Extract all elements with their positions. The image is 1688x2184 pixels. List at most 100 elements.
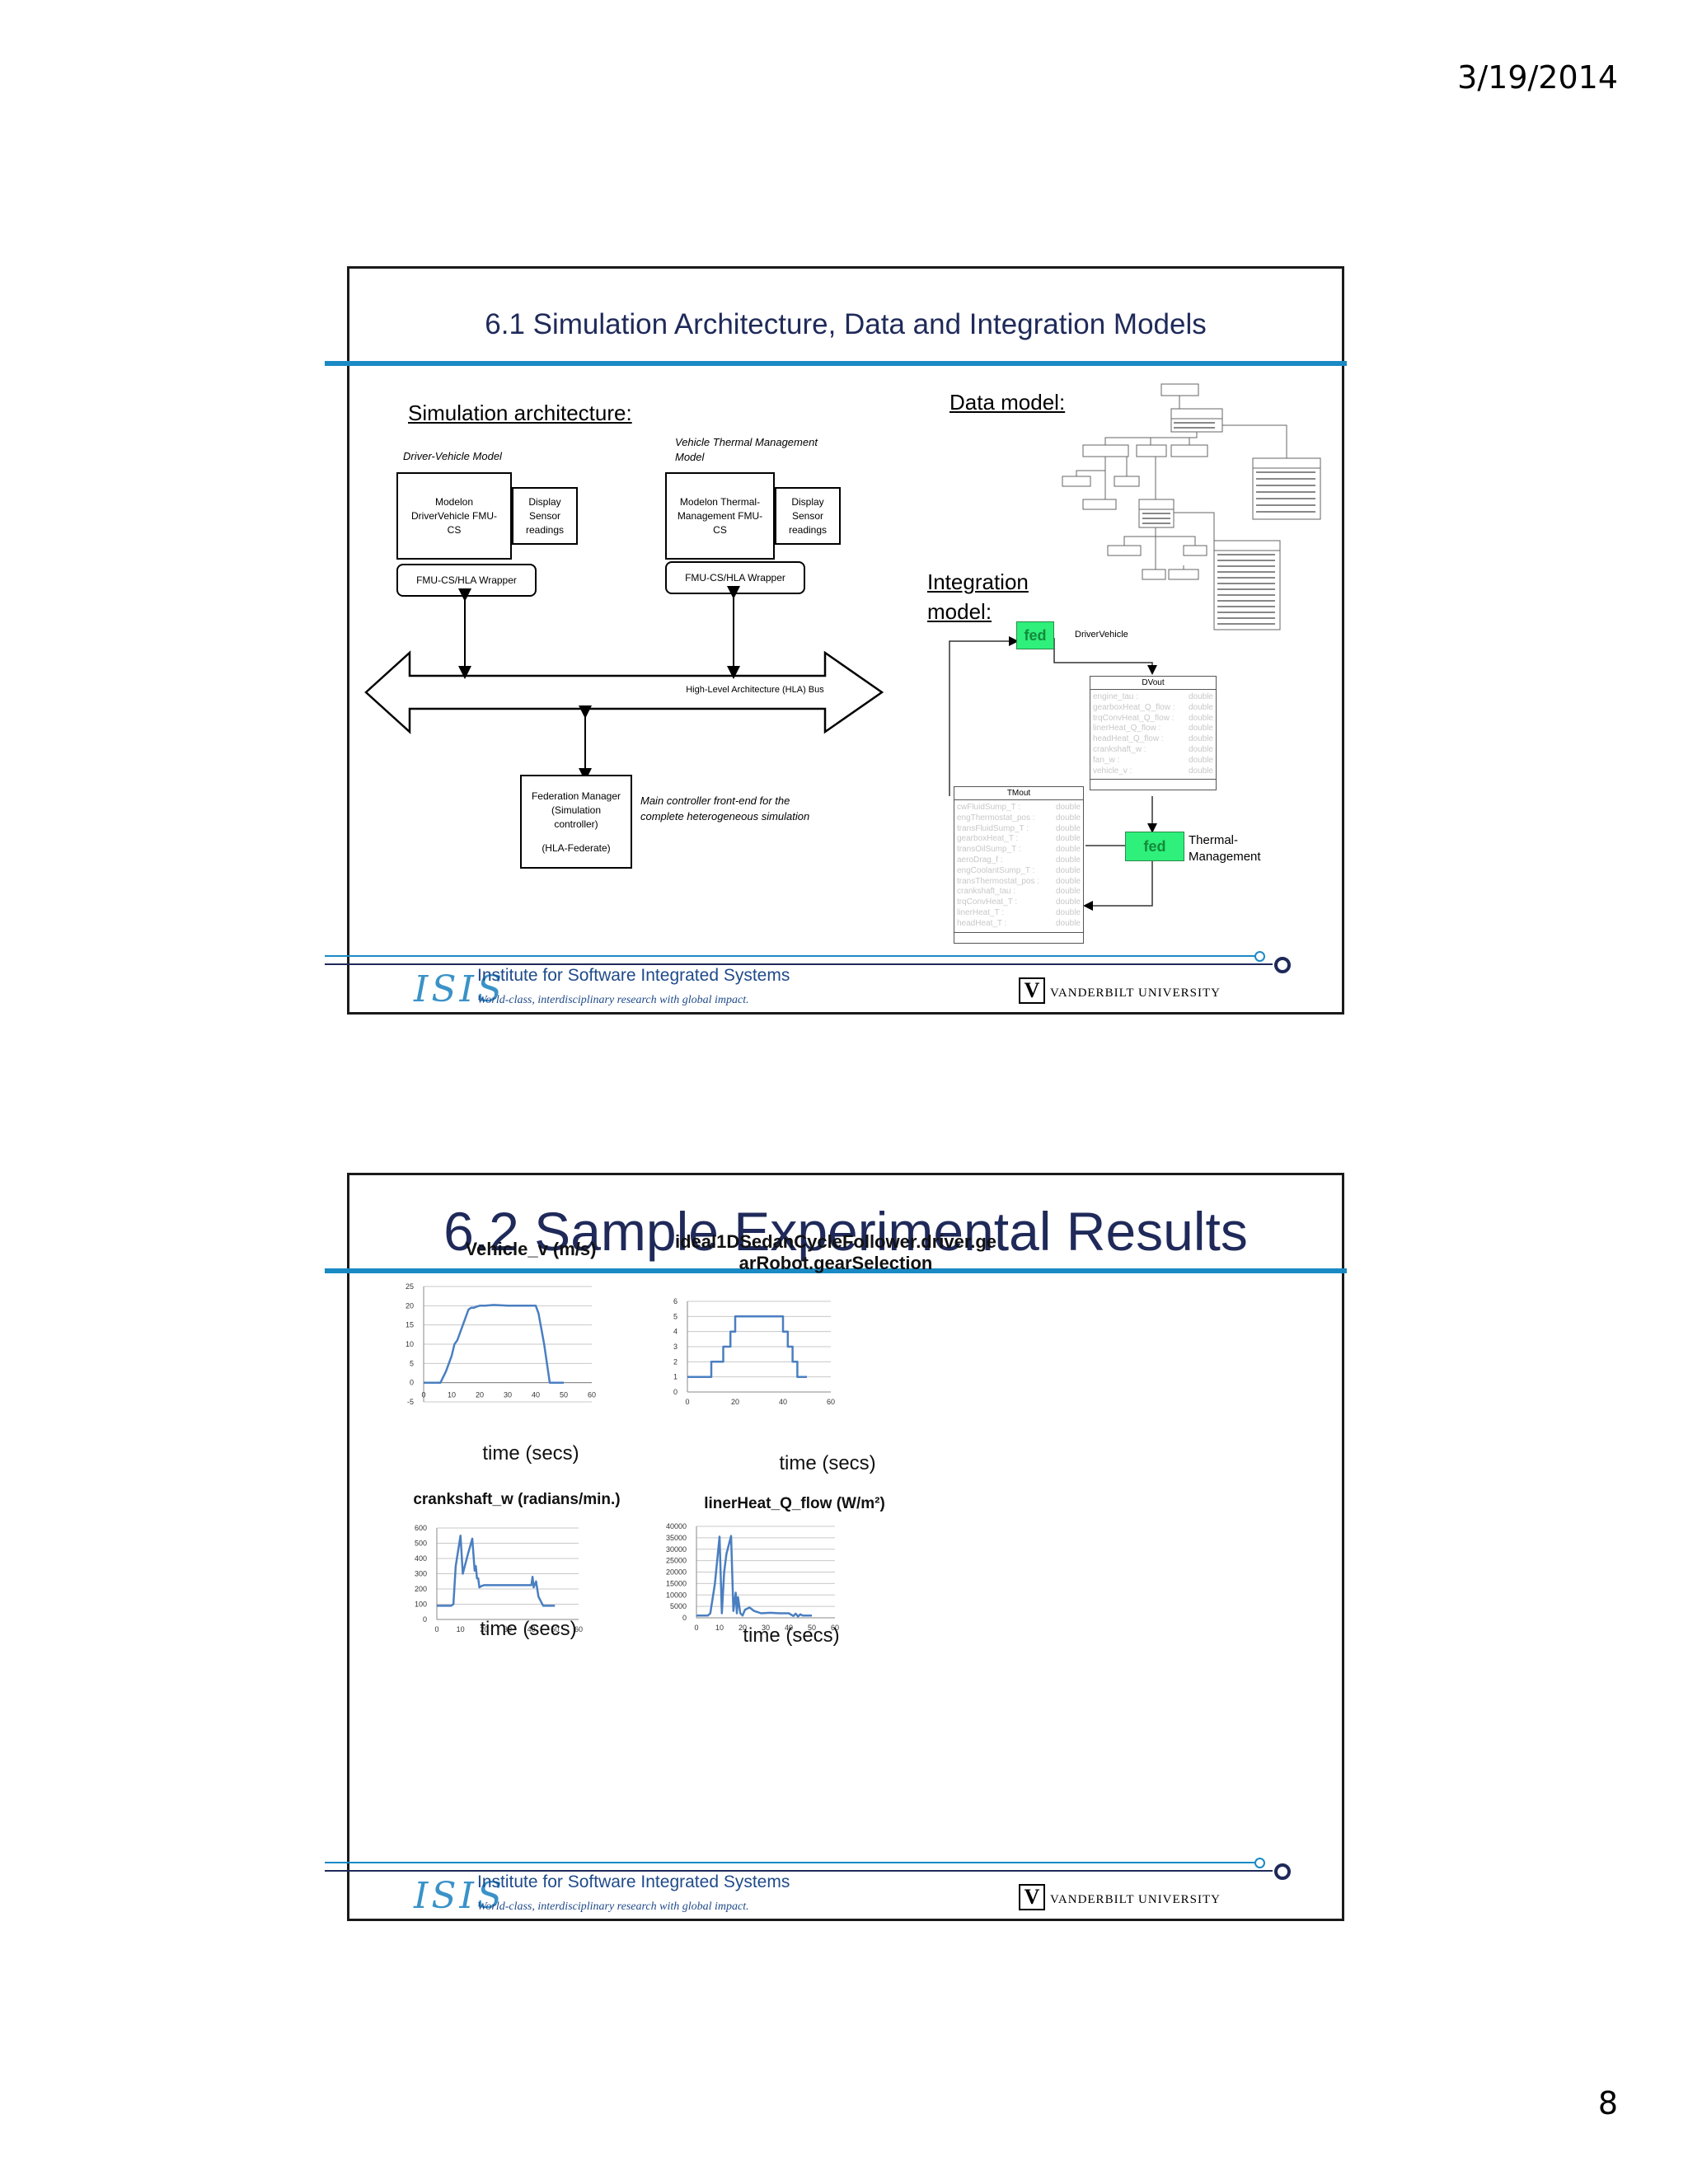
- y-tick-label: 0: [423, 1615, 427, 1624]
- display-sensor-box-1: Display Sensor readings: [512, 487, 578, 545]
- x-tick-label: 30: [762, 1624, 770, 1632]
- footer-line: [325, 1862, 1256, 1863]
- hla-bus-label: High-Level Architecture (HLA) Bus: [686, 685, 824, 695]
- vtm-model-label: Vehicle Thermal Management Model: [675, 436, 818, 463]
- x-tick-label: 0: [685, 1398, 689, 1406]
- x-tick-label: 30: [504, 1625, 512, 1633]
- fed-thermal-management: fed: [1125, 832, 1184, 861]
- tmout-row: transFluidSump_T :double: [957, 823, 1081, 833]
- y-tick-label: 5000: [670, 1602, 687, 1610]
- chart-title: crankshaft_w (radians/min.): [413, 1491, 620, 1508]
- dvout-row: trqConvHeat_Q_flow :double: [1093, 713, 1213, 723]
- page-date: 3/19/2014: [1457, 59, 1618, 96]
- dvout-row: gearboxHeat_Q_flow :double: [1093, 702, 1213, 712]
- y-tick-label: 25000: [666, 1557, 687, 1565]
- hla-bus-arrow: [364, 650, 884, 734]
- y-tick-label: 10: [406, 1340, 414, 1348]
- y-tick-label: 400: [415, 1554, 427, 1563]
- thermal-management-fmu-box: Modelon Thermal-Management FMU-CS: [665, 472, 775, 560]
- y-tick-label: 20: [406, 1301, 414, 1310]
- isis-tagline: World-class, interdisciplinary research …: [477, 1900, 749, 1913]
- y-tick-label: 5: [673, 1312, 678, 1320]
- slide-title: 6.1 Simulation Architecture, Data and In…: [485, 308, 1207, 340]
- y-tick-label: 40000: [666, 1522, 687, 1530]
- footer-dot: [1254, 1858, 1265, 1868]
- y-tick-label: 0: [410, 1379, 414, 1387]
- tmout-row: headHeat_T :double: [957, 918, 1081, 928]
- y-tick-label: 0: [682, 1614, 687, 1622]
- chart-title: ideal1DSedanCycleFollower.driver.ge: [675, 1231, 996, 1252]
- x-tick-label: 60: [827, 1398, 835, 1406]
- thermal-management-label: Thermal-Management: [1189, 833, 1261, 864]
- series-line: [696, 1535, 812, 1618]
- main-controller-note: Main controller front-end for the comple…: [640, 794, 810, 823]
- footer-line: [325, 955, 1256, 957]
- driver-vehicle-model-label: Driver-Vehicle Model: [403, 450, 502, 462]
- dvout-row: headHeat_Q_flow :double: [1093, 734, 1213, 744]
- tmout-row: transThermostat_pos :double: [957, 876, 1081, 886]
- y-tick-label: 20000: [666, 1568, 687, 1577]
- y-tick-label: 3: [673, 1343, 678, 1351]
- hla-federate-label: (HLA-Federate): [542, 842, 611, 854]
- fed-driver-vehicle: fed: [1016, 621, 1054, 649]
- isis-name: Institute for Software Integrated System…: [477, 1872, 790, 1891]
- integration-arrows: [949, 636, 1157, 911]
- footer-dot: [1254, 951, 1265, 962]
- x-tick-label: 10: [448, 1391, 456, 1399]
- chart-title: Vehicle_v (m/s): [466, 1239, 597, 1259]
- driver-vehicle-label: DriverVehicle: [1075, 630, 1128, 640]
- y-tick-label: 200: [415, 1585, 427, 1593]
- dvout-row: linerHeat_Q_flow :double: [1093, 724, 1213, 733]
- dvout-footer: [1090, 779, 1216, 790]
- x-tick-label: 50: [551, 1625, 559, 1633]
- series-line: [687, 1315, 807, 1378]
- y-tick-label: 2: [673, 1357, 678, 1366]
- x-tick-label: 10: [457, 1625, 465, 1633]
- tmout-row: trqConvHeat_T :double: [957, 898, 1081, 907]
- tmout-row: engThermostat_pos :double: [957, 813, 1081, 823]
- x-axis-label: time (secs): [480, 1618, 576, 1640]
- dvout-row: fan_w :double: [1093, 755, 1213, 765]
- page-number: 8: [1597, 2085, 1618, 2121]
- isis-tagline: World-class, interdisciplinary research …: [477, 994, 749, 1006]
- federation-manager-label: Federation Manager (Simulation controlle…: [531, 790, 621, 830]
- x-tick-label: 40: [779, 1398, 787, 1406]
- vanderbilt-name: VANDERBILT UNIVERSITY: [1050, 987, 1221, 1000]
- y-tick-label: 35000: [666, 1534, 687, 1542]
- x-tick-label: 50: [808, 1624, 816, 1632]
- title-rule: [325, 1268, 1347, 1273]
- dvout-title: DVout: [1090, 677, 1216, 690]
- y-tick-label: 4: [673, 1328, 678, 1336]
- tmout-row: aeroDrag_f :double: [957, 855, 1081, 865]
- x-tick-label: 40: [528, 1625, 536, 1633]
- y-tick-label: 100: [415, 1601, 427, 1609]
- y-tick-label: 15: [406, 1321, 414, 1329]
- vanderbilt-logo: V: [1019, 1884, 1045, 1910]
- integration-model-label: Integration model:: [927, 569, 1029, 624]
- footer-dot: [1274, 957, 1291, 973]
- x-tick-label: 60: [588, 1391, 596, 1399]
- data-model-label: Data model:: [950, 390, 1066, 415]
- series-line: [424, 1304, 564, 1384]
- tmout-row: linerHeat_T :double: [957, 907, 1081, 917]
- x-axis-label: time (secs): [482, 1442, 579, 1465]
- y-tick-label: 600: [415, 1524, 427, 1532]
- dvout-row: vehicle_v :double: [1093, 766, 1213, 776]
- tmout-row: cwFluidSump_T :double: [957, 803, 1081, 812]
- x-tick-label: 40: [532, 1391, 540, 1399]
- tmout-row: engCoolantSump_T :double: [957, 865, 1081, 875]
- y-tick-label: 300: [415, 1570, 427, 1578]
- slide-architecture: 6.1 Simulation Architecture, Data and In…: [325, 266, 1347, 1015]
- y-tick-label: 0: [673, 1388, 678, 1396]
- x-tick-label: 0: [694, 1624, 698, 1632]
- display-sensor-box-2: Display Sensor readings: [775, 487, 841, 545]
- x-tick-label: 60: [831, 1624, 839, 1632]
- x-tick-label: 10: [715, 1624, 724, 1632]
- title-rule: [325, 361, 1347, 366]
- x-tick-label: 0: [434, 1625, 438, 1633]
- x-tick-label: 60: [574, 1625, 583, 1633]
- x-tick-label: 20: [480, 1625, 488, 1633]
- x-tick-label: 40: [785, 1624, 793, 1632]
